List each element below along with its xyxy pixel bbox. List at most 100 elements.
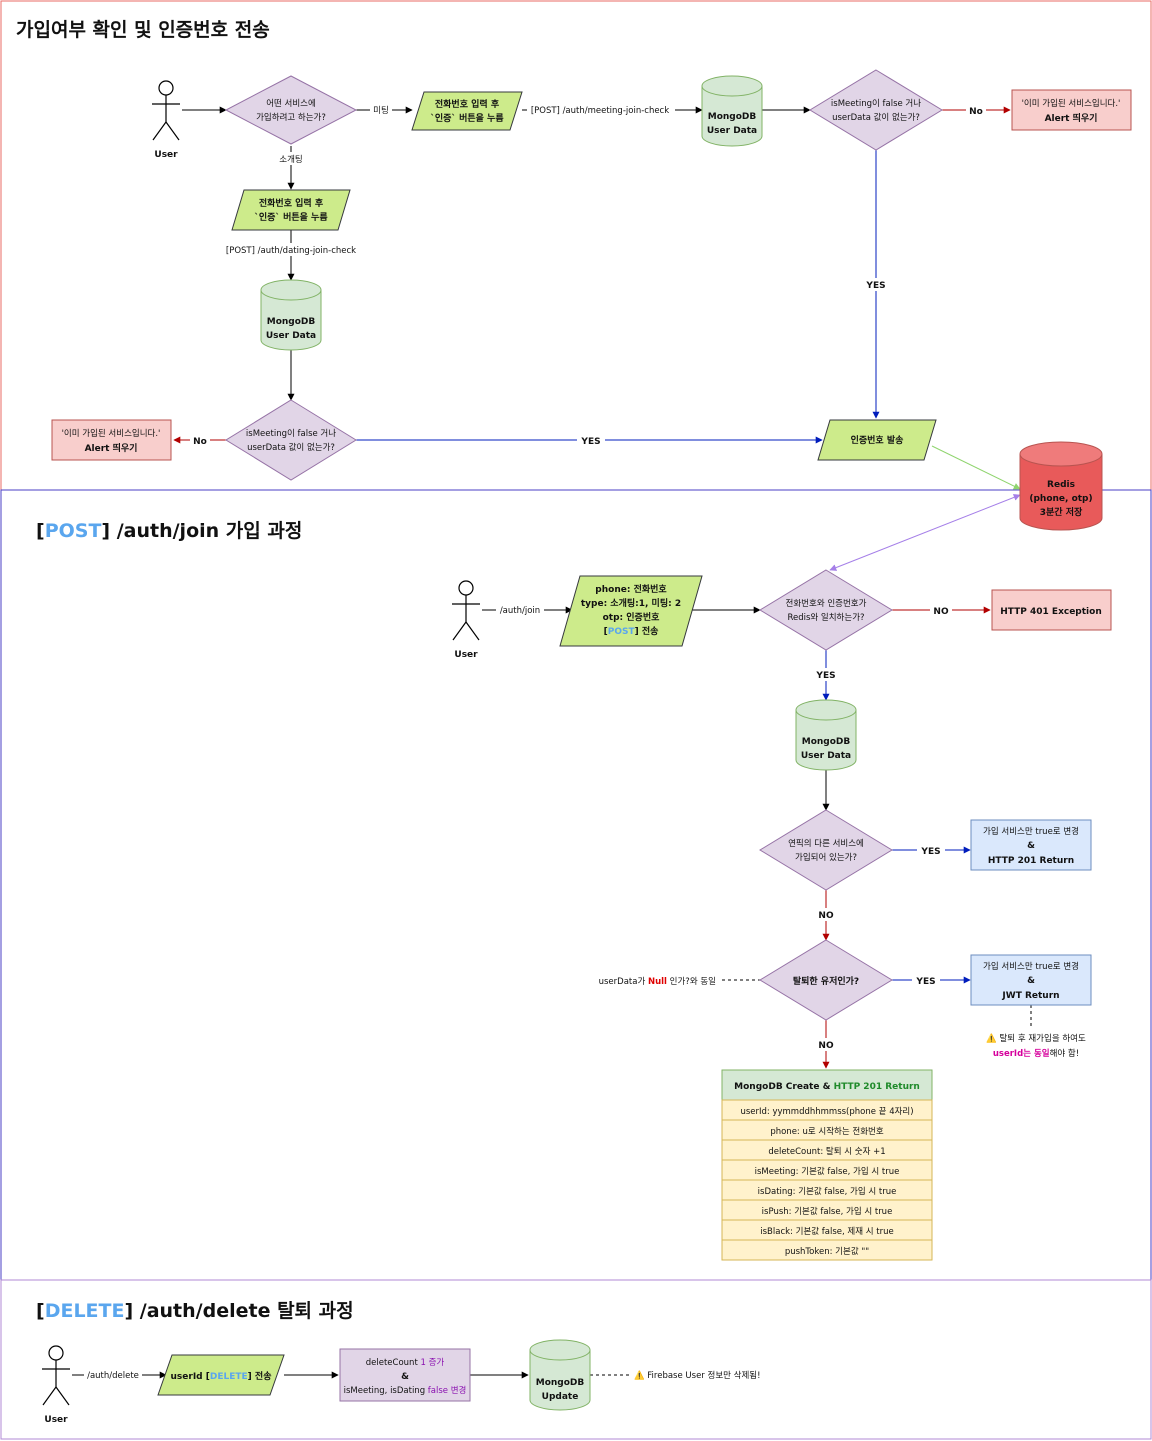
create-table-row: isMeeting: 기본값 false, 가입 시 true	[721, 1159, 933, 1181]
db-mongo-left: MongoDB User Data	[260, 279, 322, 351]
result-jwt: 가입 서비스만 true로 변경 & JWT Return	[970, 954, 1092, 1006]
svg-text:탈퇴한 유저인가?: 탈퇴한 유저인가?	[793, 975, 859, 987]
note-withdrawn: userData가 Null 인가?와 동일	[599, 976, 716, 987]
user-actor-delete	[42, 1345, 70, 1406]
create-table-row: isDating: 기본값 false, 가입 시 true	[721, 1179, 933, 1201]
svg-text:User Data: User Data	[266, 331, 316, 341]
edge-label-yes-other: YES	[920, 847, 940, 857]
create-table-row: phone: u로 시작하는 전화번호	[721, 1119, 933, 1141]
result-201: 가입 서비스만 true로 변경 & HTTP 201 Return	[970, 819, 1092, 871]
decision-check-meeting: isMeeting이 false 거나 userData 값이 없는가?	[809, 69, 943, 151]
svg-text:phone: 전화번호: phone: 전화번호	[595, 583, 667, 595]
svg-text:[POST] 전송: [POST] 전송	[604, 625, 659, 637]
svg-text:3분간 저장: 3분간 저장	[1040, 506, 1083, 518]
edge-label-post-dating: [POST] /auth/dating-join-check	[226, 246, 356, 256]
svg-text:&: &	[1027, 841, 1035, 851]
svg-text:연픽의 다른 서비스에: 연픽의 다른 서비스에	[788, 838, 864, 849]
svg-text:userId: yymmddhhmmss(phone 끝 4: userId: yymmddhhmmss(phone 끝 4자리)	[740, 1107, 913, 1117]
io-send-otp: 인증번호 발송	[817, 419, 937, 461]
svg-text:'이미 가입된 서비스입니다.': '이미 가입된 서비스입니다.'	[1022, 98, 1121, 109]
section-title-join: [POST] /auth/join 가입 과정	[36, 520, 302, 542]
io-join-payload: phone: 전화번호 type: 소개팅:1, 미팅: 2 otp: 인증번호…	[559, 575, 703, 647]
user-label-top: User	[154, 150, 178, 160]
svg-text:MongoDB: MongoDB	[708, 112, 757, 122]
svg-text:userId [DELETE] 전송: userId [DELETE] 전송	[171, 1370, 272, 1382]
edge-label-no-withdrawn: NO	[818, 1041, 834, 1051]
note-firebase: ⚠️ Firebase User 정보만 삭제됨!	[634, 1370, 761, 1381]
svg-text:(phone, otp): (phone, otp)	[1029, 494, 1092, 504]
create-table: MongoDB Create & HTTP 201 Return userId:…	[721, 1069, 933, 1261]
svg-text:isMeeting, isDating false 변경: isMeeting, isDating false 변경	[344, 1385, 467, 1396]
edge-label-auth-delete: /auth/delete	[87, 1371, 139, 1381]
svg-text:&: &	[401, 1372, 409, 1382]
svg-text:전화번호 입력 후: 전화번호 입력 후	[259, 197, 324, 209]
svg-text:deleteCount 1 증가: deleteCount 1 증가	[366, 1358, 445, 1368]
alert-left: '이미 가입된 서비스입니다.' Alert 띄우기	[51, 419, 172, 461]
svg-text:User Data: User Data	[801, 751, 851, 761]
edge-redis-to-otp-check	[829, 494, 1021, 571]
svg-text:가입되어 있는가?: 가입되어 있는가?	[795, 852, 857, 863]
section-title-signup-check: 가입여부 확인 및 인증번호 전송	[16, 18, 270, 41]
svg-text:인증번호 발송: 인증번호 발송	[851, 434, 904, 446]
svg-text:Redis와 일치하는가?: Redis와 일치하는가?	[787, 612, 864, 623]
create-table-row: userId: yymmddhhmmss(phone 끝 4자리)	[721, 1099, 933, 1121]
svg-text:type: 소개팅:1, 미팅: 2: type: 소개팅:1, 미팅: 2	[581, 597, 681, 609]
svg-text:pushToken: 기본값 "": pushToken: 기본값 ""	[785, 1246, 869, 1257]
edge-label-no-right: No	[969, 107, 983, 117]
db-mongo-update: MongoDB Update	[529, 1339, 591, 1411]
svg-text:가입하려고 하는가?: 가입하려고 하는가?	[256, 112, 326, 123]
svg-text:userData 값이 없는가?: userData 값이 없는가?	[247, 442, 335, 453]
svg-text:isBlack: 기본값 false, 제재 시 true: isBlack: 기본값 false, 제재 시 true	[760, 1226, 893, 1237]
svg-text:Update: Update	[542, 1392, 579, 1402]
svg-text:deleteCount: 탈퇴 시 숫자 +1: deleteCount: 탈퇴 시 숫자 +1	[768, 1147, 885, 1157]
svg-text:isMeeting이 false 거나: isMeeting이 false 거나	[246, 428, 336, 439]
svg-text:Redis: Redis	[1047, 480, 1075, 490]
user-actor-join	[452, 580, 480, 641]
create-table-header: MongoDB Create & HTTP 201 Return	[734, 1082, 920, 1092]
note-rejoin: ⚠️ 탈퇴 후 재가입을 하여도 userId는 동일해야 함!	[986, 1033, 1086, 1059]
svg-text:userData 값이 없는가?: userData 값이 없는가?	[832, 112, 920, 123]
svg-text:⚠️ 탈퇴 후 재가입을 하여도: ⚠️ 탈퇴 후 재가입을 하여도	[986, 1033, 1086, 1044]
svg-text:전화번호와 인증번호가: 전화번호와 인증번호가	[786, 598, 867, 609]
svg-text:&: &	[1027, 976, 1035, 986]
svg-text:MongoDB: MongoDB	[267, 317, 316, 327]
edge-label-yes-right: YES	[865, 281, 885, 291]
user-label-delete: User	[44, 1415, 68, 1425]
svg-text:어떤 서비스에: 어떤 서비스에	[266, 98, 316, 109]
svg-text:HTTP 201 Return: HTTP 201 Return	[988, 856, 1074, 866]
svg-text:'이미 가입된 서비스입니다.': '이미 가입된 서비스입니다.'	[62, 428, 161, 439]
svg-text:userId는 동일해야 함!: userId는 동일해야 함!	[993, 1048, 1079, 1059]
create-table-row: pushToken: 기본값 ""	[721, 1239, 933, 1261]
create-table-row: deleteCount: 탈퇴 시 숫자 +1	[721, 1139, 933, 1161]
svg-text:Alert 띄우기: Alert 띄우기	[85, 442, 138, 454]
svg-text:`인증` 버튼을 누름: `인증` 버튼을 누름	[430, 112, 503, 124]
result-http401: HTTP 401 Exception	[991, 589, 1112, 631]
section-signup-check	[0, 0, 1152, 491]
svg-text:JWT Return: JWT Return	[1001, 991, 1059, 1001]
create-table-row: isPush: 기본값 false, 가입 시 true	[721, 1199, 933, 1221]
edge-label-auth-join: /auth/join	[500, 606, 540, 616]
svg-text:isMeeting: 기본값 false, 가입 시 tru: isMeeting: 기본값 false, 가입 시 true	[755, 1166, 900, 1177]
decision-which-service: 어떤 서비스에 가입하려고 하는가?	[224, 75, 358, 145]
io-input-dating: 전화번호 입력 후 `인증` 버튼을 누름	[231, 189, 351, 231]
edge-label-yes-withdrawn: YES	[915, 977, 935, 987]
user-actor-top	[152, 80, 180, 141]
edge-label-post-meeting: [POST] /auth/meeting-join-check	[531, 106, 669, 116]
user-label-join: User	[454, 650, 478, 660]
decision-withdrawn: 탈퇴한 유저인가?	[759, 939, 893, 1021]
alert-right: '이미 가입된 서비스입니다.' Alert 띄우기	[1011, 89, 1132, 131]
svg-text:MongoDB: MongoDB	[802, 737, 851, 747]
process-delete-update: deleteCount 1 증가 & isMeeting, isDating f…	[339, 1348, 471, 1402]
io-delete-payload: userId [DELETE] 전송	[157, 1354, 285, 1396]
svg-text:User Data: User Data	[707, 126, 757, 136]
decision-check-dating: isMeeting이 false 거나 userData 값이 없는가?	[225, 399, 357, 481]
db-mongo-top: MongoDB User Data	[701, 75, 763, 147]
svg-text:isMeeting이 false 거나: isMeeting이 false 거나	[831, 98, 921, 109]
svg-text:가입 서비스만 true로 변경: 가입 서비스만 true로 변경	[983, 961, 1079, 972]
svg-text:Alert 띄우기: Alert 띄우기	[1045, 112, 1098, 124]
edge-label-yes-otp: YES	[815, 671, 835, 681]
edge-label-no-otp: NO	[933, 607, 949, 617]
db-mongo-join: MongoDB User Data	[795, 699, 857, 771]
edge-label-dating: 소개팅	[279, 154, 302, 165]
